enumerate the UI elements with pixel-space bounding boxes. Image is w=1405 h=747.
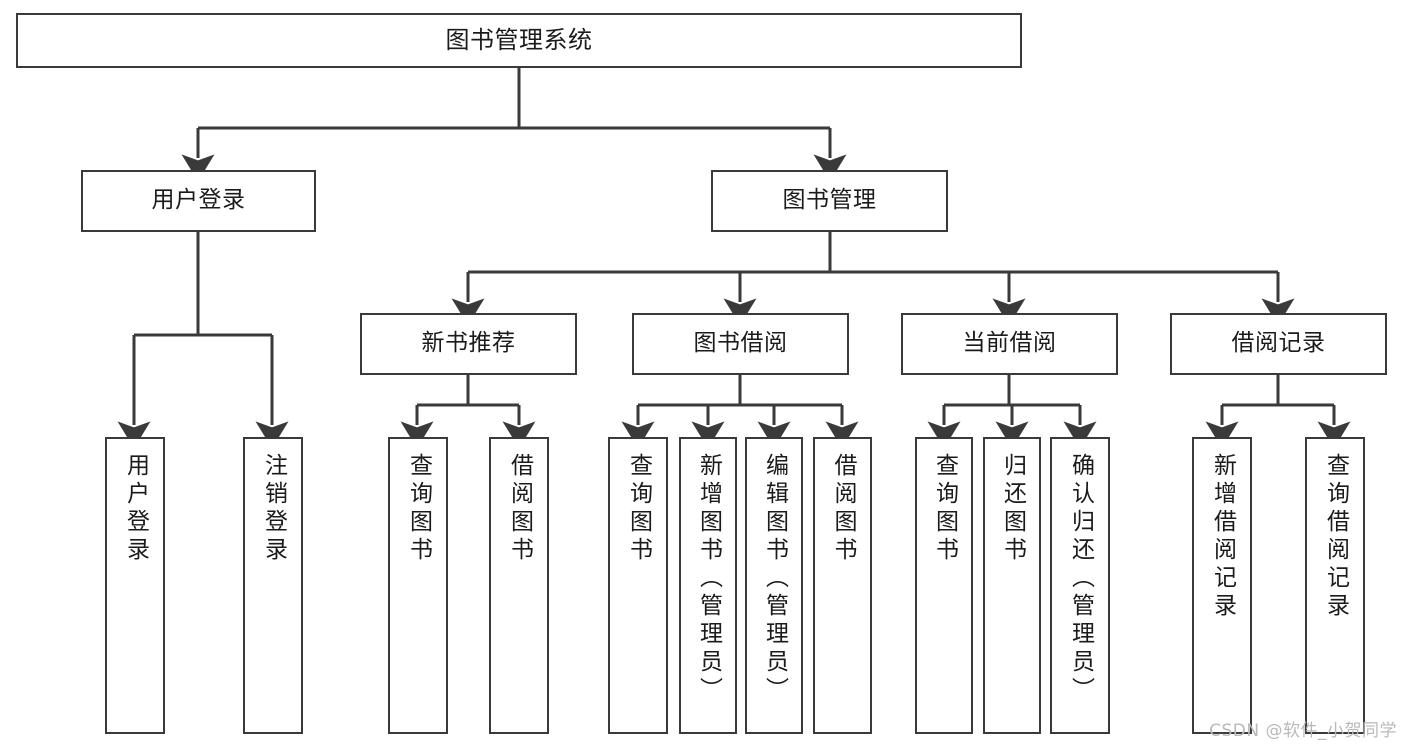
node-leaf-confirm-return[interactable]: 确认归还（管理员）: [1050, 437, 1110, 734]
node-leaf-edit-book-label: 编辑图书（管理员）: [761, 453, 788, 705]
node-leaf-query-book-2-label: 查询图书: [625, 453, 652, 565]
node-new-book-rec-label: 新书推荐: [421, 330, 516, 357]
node-user-login[interactable]: 用户登录: [81, 170, 316, 232]
node-leaf-borrow-book-2[interactable]: 借阅图书: [813, 437, 872, 734]
watermark: CSDN @软件_小贺同学: [1209, 721, 1397, 741]
node-leaf-query-book-1[interactable]: 查询图书: [388, 437, 448, 734]
node-leaf-logout-label: 注销登录: [260, 453, 287, 565]
node-leaf-edit-book[interactable]: 编辑图书（管理员）: [745, 437, 803, 734]
node-book-borrow[interactable]: 图书借阅: [632, 313, 849, 375]
node-book-manage-label: 图书管理: [782, 187, 877, 214]
node-leaf-add-book-label: 新增图书（管理员）: [695, 453, 722, 705]
node-leaf-query-book-3-label: 查询图书: [931, 453, 958, 565]
node-leaf-borrow-book-1[interactable]: 借阅图书: [489, 437, 549, 734]
node-root-label: 图书管理系统: [445, 26, 593, 55]
node-leaf-borrow-book-1-label: 借阅图书: [506, 453, 533, 565]
node-leaf-query-book-3[interactable]: 查询图书: [915, 437, 973, 734]
node-leaf-query-record-label: 查询借阅记录: [1322, 453, 1349, 621]
node-root[interactable]: 图书管理系统: [16, 13, 1022, 68]
node-new-book-rec[interactable]: 新书推荐: [360, 313, 577, 375]
node-leaf-logout[interactable]: 注销登录: [243, 437, 303, 734]
node-leaf-return-book-label: 归还图书: [999, 453, 1026, 565]
node-user-login-label: 用户登录: [151, 187, 246, 214]
node-leaf-confirm-return-label: 确认归还（管理员）: [1067, 453, 1094, 705]
node-leaf-add-book[interactable]: 新增图书（管理员）: [679, 437, 737, 734]
node-leaf-query-book-2[interactable]: 查询图书: [608, 437, 668, 734]
node-book-manage[interactable]: 图书管理: [711, 170, 948, 232]
node-leaf-query-book-1-label: 查询图书: [405, 453, 432, 565]
node-current-borrow-label: 当前借阅: [962, 330, 1057, 357]
node-borrow-record[interactable]: 借阅记录: [1170, 313, 1387, 375]
node-leaf-borrow-book-2-label: 借阅图书: [830, 453, 856, 565]
node-leaf-user-login-label: 用户登录: [122, 453, 149, 565]
node-borrow-record-label: 借阅记录: [1231, 330, 1326, 357]
node-leaf-user-login[interactable]: 用户登录: [105, 437, 165, 734]
node-book-borrow-label: 图书借阅: [693, 330, 788, 357]
node-leaf-add-record[interactable]: 新增借阅记录: [1192, 437, 1252, 734]
node-leaf-query-record[interactable]: 查询借阅记录: [1305, 437, 1365, 734]
node-leaf-add-record-label: 新增借阅记录: [1209, 453, 1236, 621]
node-current-borrow[interactable]: 当前借阅: [901, 313, 1118, 375]
node-leaf-return-book[interactable]: 归还图书: [983, 437, 1041, 734]
